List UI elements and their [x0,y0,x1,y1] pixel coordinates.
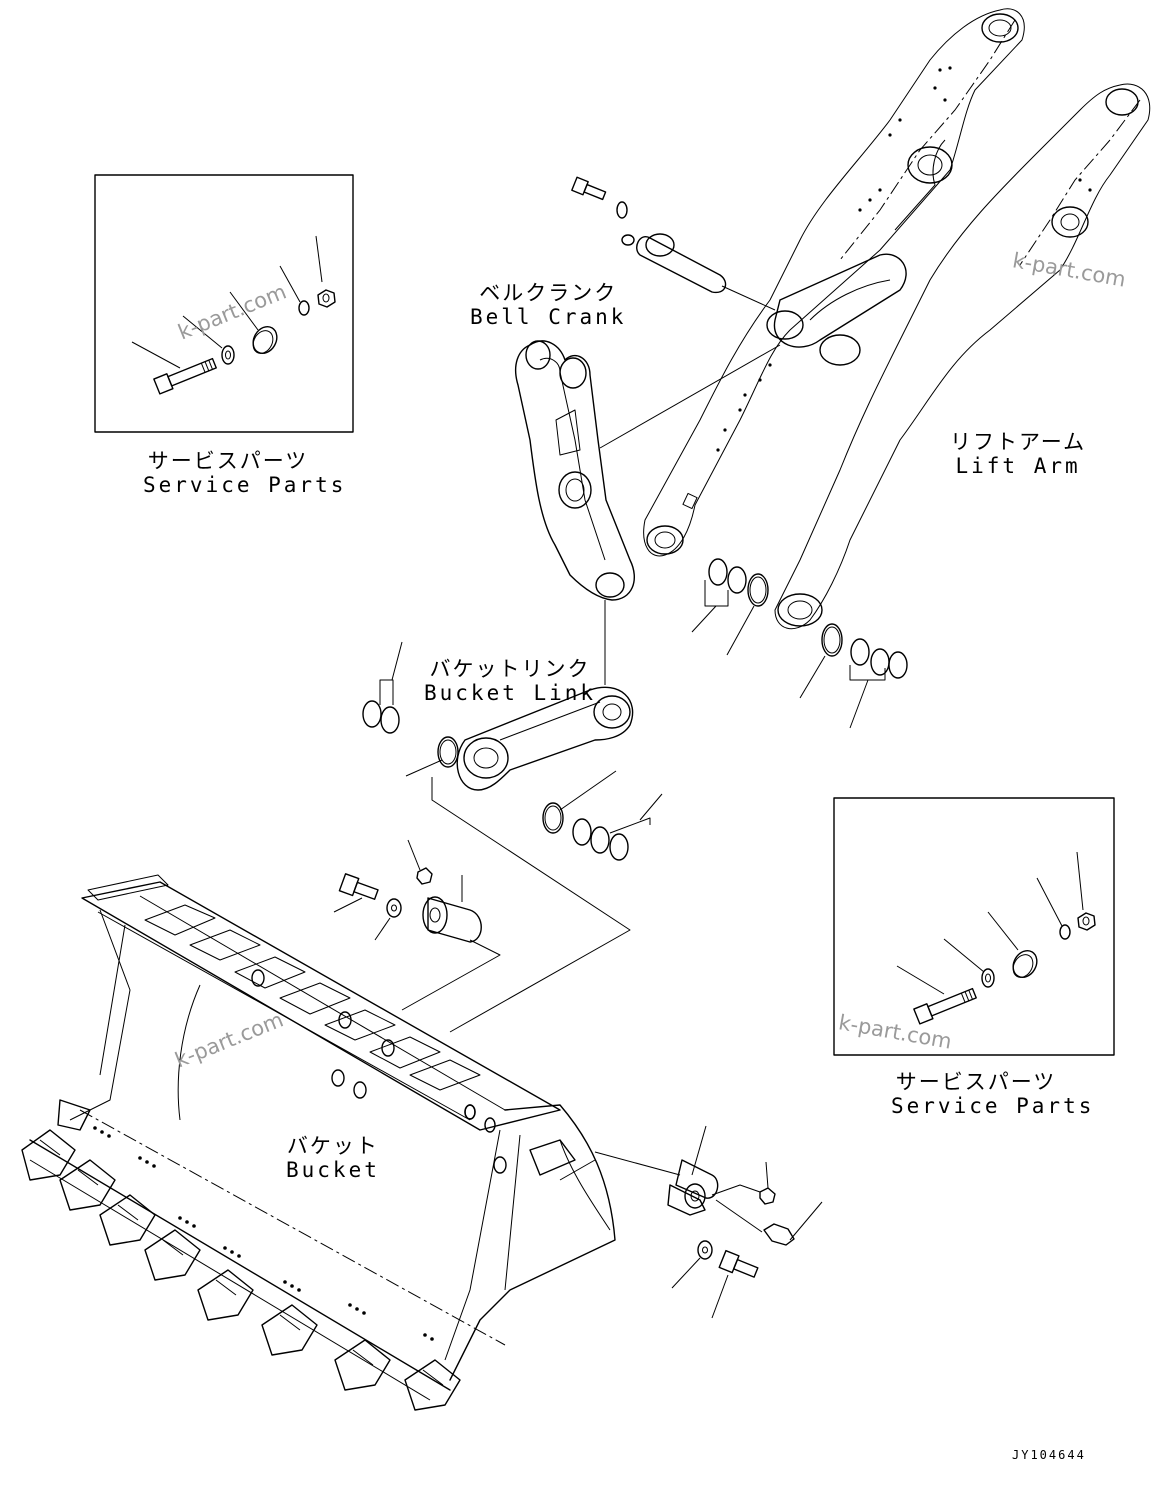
service-parts-box-left [94,174,354,433]
bucket-pin-assembly [594,1125,823,1319]
service-parts-right-jp: サービスパーツ [895,1070,1057,1094]
service-parts-left-en: Service Parts [143,473,347,497]
service-parts-label-right: サービスパーツ Service Parts [891,1070,1095,1118]
service-parts-box-right [833,797,1115,1056]
bucket-link-label-jp: バケットリンク [429,657,591,681]
bucket-label: バケット Bucket [286,1134,380,1182]
bucket-drawing [21,874,616,1411]
lift-arm-label-jp: リフトアーム [950,430,1087,454]
service-parts-right-en: Service Parts [891,1094,1095,1118]
service-parts-left-jp: サービスパーツ [147,449,309,473]
service-parts-label-left: サービスパーツ Service Parts [143,449,347,497]
bell-crank-label-jp: ベルクランク [479,281,618,305]
bucket-link-label-en: Bucket Link [424,681,597,705]
bucket-link-drawing [362,641,663,1033]
lift-arm-label-en: Lift Arm [955,454,1081,478]
drawing-code: JY104644 [1012,1448,1086,1462]
lift-arm-label: リフトアーム Lift Arm [950,430,1086,478]
bell-crank-drawing [514,340,781,685]
bell-crank-label: ベルクランク Bell Crank [470,281,626,329]
bucket-label-en: Bucket [286,1158,380,1182]
upper-pin-assembly [571,176,776,311]
lift-arm-shims [691,558,908,729]
bucket-link-label: バケットリンク Bucket Link [424,657,596,705]
bucket-link-pin-assembly [333,839,501,1011]
bell-crank-label-en: Bell Crank [470,305,627,329]
lift-arm-drawing [643,8,1151,630]
bucket-label-jp: バケット [286,1134,379,1158]
